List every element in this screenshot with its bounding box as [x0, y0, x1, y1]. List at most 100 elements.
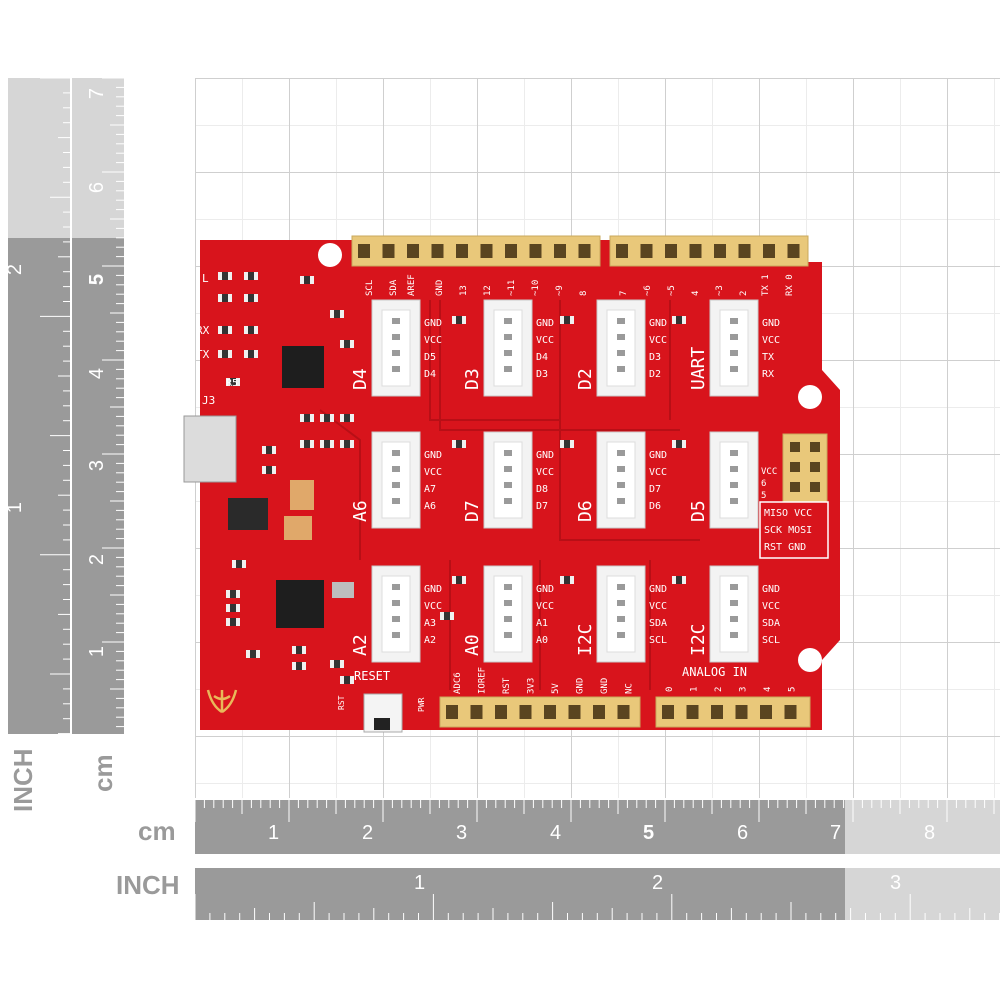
bottom-header-label: 3V3: [527, 678, 537, 694]
grove-pin: [392, 334, 400, 340]
grove-pin: [730, 482, 738, 488]
vertical-inch-ruler-light: [8, 78, 70, 238]
header-pin: [640, 244, 653, 258]
hcm-3: 3: [456, 822, 468, 844]
horizontal-cm-ruler: [195, 800, 845, 854]
smd-body: [266, 466, 272, 474]
connector-name: A6: [350, 500, 371, 522]
hcm-7: 7: [830, 822, 842, 844]
grove-pin: [504, 334, 512, 340]
top-header-label: 12: [483, 285, 493, 296]
icsp-side-label: 5: [761, 491, 766, 501]
grove-pin: [617, 498, 625, 504]
grove-pin: [617, 632, 625, 638]
icsp-label: SCK MOSI: [764, 525, 812, 536]
header-pin: [760, 705, 772, 719]
smd-body: [230, 378, 236, 386]
connector-pin-label: GND: [649, 584, 667, 595]
smd-body: [222, 294, 228, 302]
icsp-header: [782, 433, 828, 503]
reset-switch-knob: [374, 718, 390, 730]
connector-pin-label: SDA: [762, 618, 780, 629]
connector-pin-label: GND: [536, 318, 554, 329]
top-header-label: ~5: [667, 285, 677, 296]
header-pin: [407, 244, 419, 258]
header-pin: [689, 244, 702, 258]
bottom-header-left: [439, 696, 641, 728]
horizontal-cm-ruler-light: [845, 800, 1000, 854]
capacitor: [290, 480, 314, 510]
hinch-2: 2: [652, 872, 664, 894]
mounting-hole: [798, 385, 822, 409]
pwr-label: PWR: [417, 697, 426, 712]
connector-pin-label: GND: [762, 584, 780, 595]
connector-pin-label: D6: [649, 501, 661, 512]
horizontal-inch-ruler-light: [845, 868, 1000, 920]
header-pin: [568, 705, 581, 719]
top-header-label: ~9: [555, 285, 565, 296]
connector-pin-label: GND: [424, 318, 442, 329]
grove-pin: [730, 466, 738, 472]
smd-body: [248, 294, 254, 302]
header-pin: [763, 244, 775, 258]
connector-pin-label: A1: [536, 618, 548, 629]
top-header-label: ~11: [507, 280, 517, 296]
connector-pin-label: A6: [424, 501, 436, 512]
connector-pin-label: D5: [424, 352, 436, 363]
smd-body: [344, 440, 350, 448]
grove-pin: [730, 584, 738, 590]
icsp-label: MISO VCC: [764, 508, 812, 519]
led-rx-label: RX: [196, 324, 210, 337]
smd-body: [296, 662, 302, 670]
smd-body: [304, 276, 310, 284]
smd-body: [304, 440, 310, 448]
grove-pin: [504, 366, 512, 372]
grove-pin: [730, 366, 738, 372]
grove-pin: [730, 632, 738, 638]
smd-body: [456, 440, 462, 448]
grove-pin: [617, 450, 625, 456]
icsp-pin: [790, 482, 800, 492]
top-header-label: TX 1: [761, 274, 771, 296]
hcm-5: 5: [643, 822, 655, 844]
connector-pin-label: D3: [536, 369, 548, 380]
crystal: [332, 582, 354, 598]
header-pin: [711, 705, 723, 719]
connector-name: A2: [350, 634, 371, 656]
horizontal-inch-ruler: [195, 868, 845, 920]
grove-pin: [392, 616, 400, 622]
grove-pin: [392, 632, 400, 638]
smd-body: [324, 414, 330, 422]
mounting-hole: [798, 648, 822, 672]
grove-pin: [617, 350, 625, 356]
smd-body: [248, 326, 254, 334]
icsp-pin: [810, 482, 820, 492]
analog-pin-label: 4: [763, 687, 773, 692]
grove-pin: [504, 482, 512, 488]
bottom-header-label: NC: [625, 683, 635, 694]
bottom-header-label: GND: [600, 678, 610, 694]
mcu-chip: [276, 580, 324, 628]
smd-body: [266, 446, 272, 454]
analog-pin-label: 0: [665, 687, 675, 692]
connector-name: A0: [462, 634, 483, 656]
smd-body: [334, 310, 340, 318]
grove-pin: [392, 366, 400, 372]
header-pin: [593, 705, 605, 719]
grove-pin: [392, 350, 400, 356]
hcm-8: 8: [924, 822, 936, 844]
smd-body: [344, 676, 350, 684]
connector-pin-label: TX: [762, 352, 774, 363]
bottom-header-label: GND: [576, 678, 586, 694]
icsp-pin: [790, 442, 800, 452]
grove-pin: [392, 466, 400, 472]
connector-name: I2C: [688, 623, 709, 656]
top-header-label: ~6: [643, 285, 653, 296]
grove-pin: [617, 334, 625, 340]
smd-body: [676, 316, 682, 324]
connector-name: D2: [575, 368, 596, 390]
smd-body: [230, 590, 236, 598]
smd-body: [564, 440, 570, 448]
header-pin: [505, 244, 517, 258]
